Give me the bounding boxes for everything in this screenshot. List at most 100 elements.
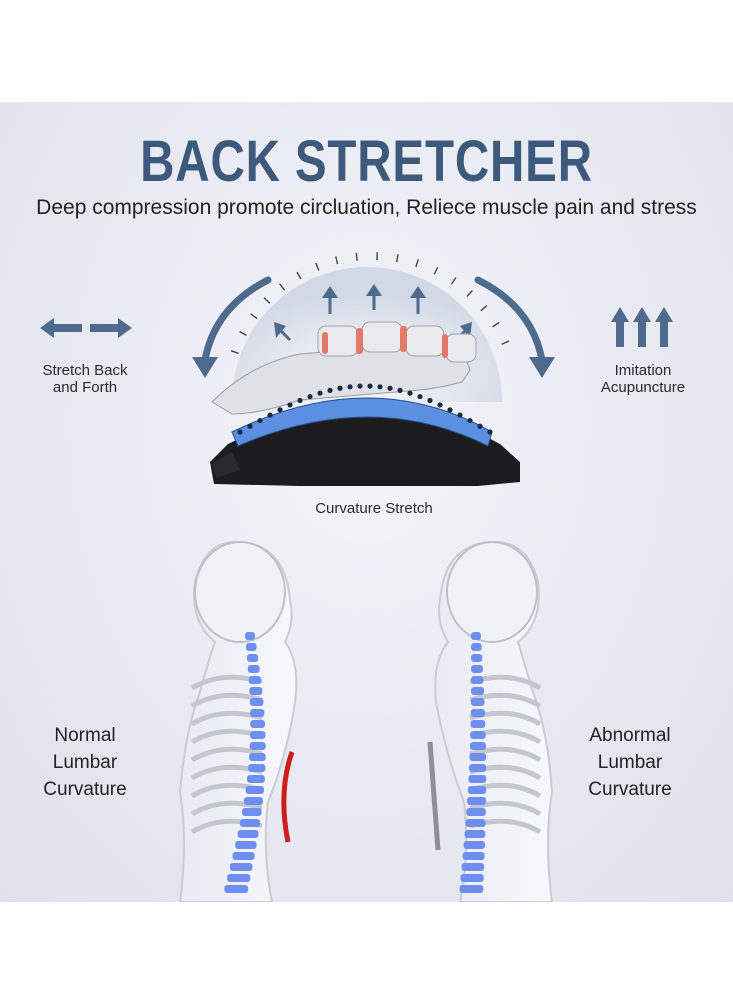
vertebra (470, 731, 486, 739)
product-panel: BACK STRETCHER Deep compression promote … (0, 102, 733, 902)
acupuncture-nub (357, 383, 363, 389)
acupuncture-nub (297, 397, 303, 404)
acupuncture-nub (317, 390, 323, 396)
up-arrows-icon (611, 307, 673, 347)
acupuncture-nub (237, 429, 243, 435)
acupuncture-nub (387, 385, 393, 391)
vertebra (464, 830, 486, 838)
abnormal-curve-marker (427, 741, 441, 851)
acupuncture-nub (407, 390, 413, 396)
tick-mark (239, 330, 247, 336)
normal-spine-figure (178, 540, 298, 902)
vertebra (470, 709, 485, 717)
acupuncture-nub (477, 423, 483, 429)
tick-mark (335, 256, 339, 265)
vertebra (249, 753, 266, 761)
acupuncture-nub (377, 384, 383, 390)
tick-mark (501, 340, 510, 345)
acupuncture-nub (267, 412, 273, 418)
vertebra (460, 874, 484, 882)
acupuncture-nub (287, 402, 293, 408)
vertebra (470, 698, 485, 706)
acupuncture-nub (257, 417, 263, 424)
vertebra (227, 874, 251, 882)
vertebra (470, 720, 486, 728)
vertebra (461, 863, 485, 871)
vertebra (239, 819, 261, 827)
tick-mark (395, 254, 399, 263)
normal-curve-marker (281, 751, 295, 843)
acupuncture-nub (327, 387, 333, 393)
abnormal-curvature-label: Abnormal Lumbar Curvature (588, 725, 672, 800)
tick-mark (250, 313, 258, 320)
acupuncture-nub (447, 407, 453, 413)
rib (190, 746, 263, 763)
vertebra (459, 885, 484, 893)
vertebra (468, 764, 487, 772)
curved-arrows-icon (201, 276, 546, 364)
rib (190, 800, 263, 817)
vertebra (469, 753, 487, 761)
acupuncture-nub (437, 402, 443, 408)
illustration (40, 252, 673, 902)
feature-stretch-label: Stretch Back and Forth (42, 362, 128, 396)
vertebra (471, 643, 482, 651)
horizontal-arrows-icon (40, 318, 132, 338)
vertebra (237, 830, 259, 838)
acupuncture-nub (277, 407, 283, 413)
vertebra (245, 632, 255, 640)
tick-mark (433, 266, 439, 275)
acupuncture-nub (337, 385, 343, 391)
normal-curvature-label: Normal Lumbar Curvature (43, 725, 127, 800)
acupuncture-nub (367, 383, 373, 389)
vertebra (465, 819, 486, 827)
vertebra (468, 775, 487, 783)
acupuncture-nub (427, 397, 433, 404)
acupuncture-nub (247, 423, 253, 429)
vertebra (249, 687, 263, 695)
vertebra (249, 742, 266, 750)
acupuncture-nub (347, 384, 353, 390)
vertebra (248, 764, 266, 772)
vertebra (224, 885, 249, 893)
vertebra (471, 676, 484, 684)
vertebra (471, 687, 485, 695)
tick-mark (355, 252, 358, 261)
vertebra (232, 852, 255, 860)
tick-mark (279, 283, 286, 291)
vertebra (469, 742, 486, 750)
back-stretcher-device (210, 383, 520, 486)
vertebra (243, 797, 263, 805)
acupuncture-nub (397, 387, 403, 393)
vertebra (462, 852, 485, 860)
vertebra (250, 709, 265, 717)
vertebra (471, 654, 483, 662)
vertebra (467, 786, 487, 794)
vertebra (250, 731, 266, 739)
vertebra (247, 665, 260, 673)
tick-ring (230, 252, 510, 355)
spine-vertebrae (211, 321, 477, 415)
tick-mark (492, 321, 500, 328)
tick-mark (480, 305, 488, 312)
tick-mark (230, 350, 239, 355)
vertebra (235, 841, 257, 849)
vertebra (246, 643, 257, 651)
vertebra (229, 863, 253, 871)
vertebra (245, 786, 264, 794)
vertebra (248, 676, 262, 684)
acupuncture-nub (487, 429, 493, 435)
vertebra (471, 632, 481, 640)
vertebra (250, 720, 266, 728)
abnormal-spine-figure (427, 540, 554, 902)
tick-mark (296, 271, 302, 280)
vertebra (247, 775, 265, 783)
acupuncture-nub (307, 393, 313, 400)
tick-mark (315, 262, 320, 271)
vertebra (466, 808, 486, 816)
acupuncture-nub (417, 393, 423, 400)
rib (469, 746, 542, 763)
acupuncture-nub (467, 417, 473, 424)
tick-mark (466, 290, 473, 297)
page-title: BACK STRETCHER (140, 129, 593, 194)
